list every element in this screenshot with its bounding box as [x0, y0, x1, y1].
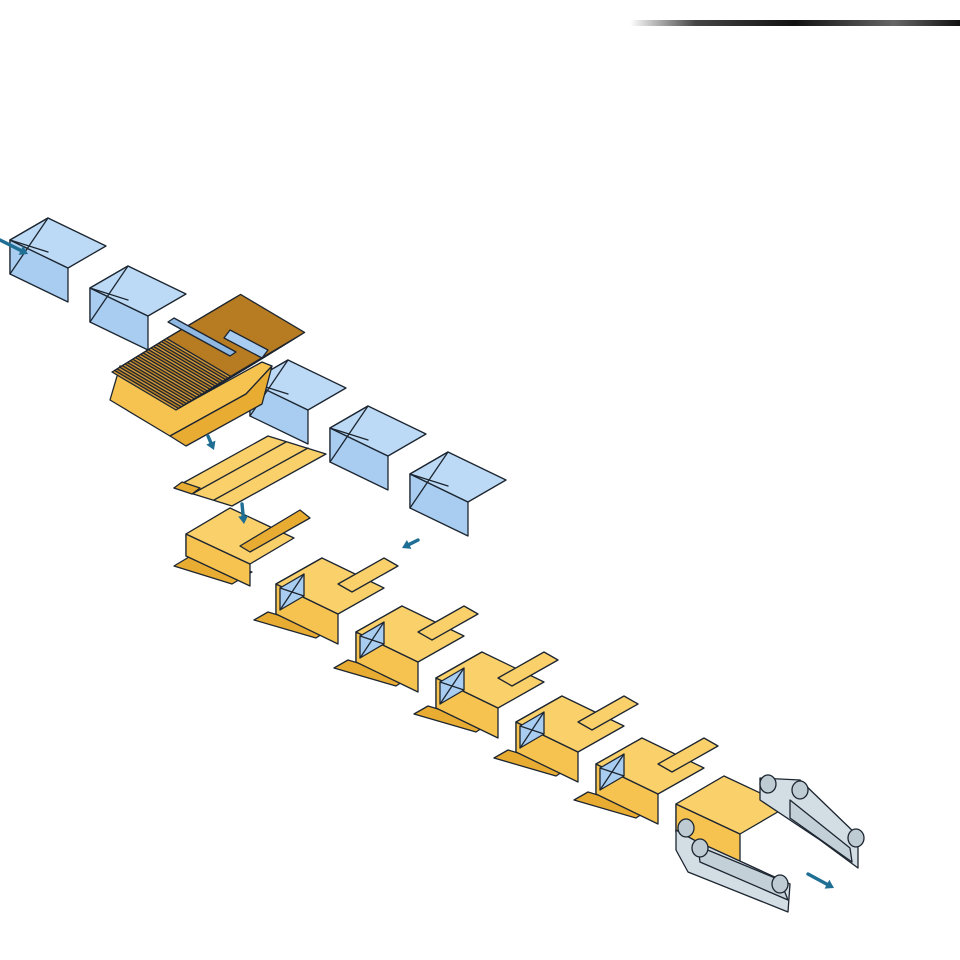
carton-body	[675, 775, 789, 863]
roller-icon	[759, 774, 777, 794]
product-block-icon	[9, 217, 107, 303]
blank-pick-arrow	[206, 434, 216, 450]
carton-product-cross	[279, 587, 305, 597]
product-insert-arrow	[402, 538, 420, 549]
product-block-icon	[329, 405, 427, 491]
blank-fold	[191, 441, 287, 495]
loaded-carton-icon	[675, 775, 789, 863]
erecting-carton	[185, 507, 295, 587]
blank-flap	[173, 481, 201, 495]
carton-lid-flap	[337, 557, 399, 593]
top-face	[185, 507, 295, 565]
infeed-arrow	[0, 238, 28, 255]
loaded-carton-icon	[413, 651, 559, 739]
top-face	[329, 405, 427, 457]
loaded-carton-icon	[493, 695, 639, 783]
blue-plate	[167, 317, 237, 357]
erect-flap	[239, 509, 311, 553]
infeed-arrow-head	[18, 245, 28, 255]
carton-product-cross	[519, 725, 545, 735]
product-block-icon	[249, 359, 347, 445]
roller-icon	[677, 818, 695, 838]
discharge-arrow	[806, 872, 834, 889]
top-face	[9, 217, 107, 269]
carton-lid-flap	[577, 695, 639, 731]
product-infeed	[9, 217, 507, 537]
loaded-carton-icon	[573, 737, 719, 825]
loaded-cartons	[253, 557, 789, 863]
erect-arrow	[238, 502, 249, 524]
roller-icon	[791, 780, 809, 800]
loaded-carton-icon	[253, 557, 399, 645]
end-cross	[89, 287, 129, 301]
blank-pick-arrow-head	[206, 440, 216, 450]
blank-fold	[213, 447, 309, 501]
roller-icon	[771, 874, 789, 894]
carton-lid-flap	[657, 737, 719, 773]
discharge-arrow-head	[824, 879, 834, 889]
top-face	[355, 605, 465, 663]
belt-conveyor-icon	[675, 774, 865, 913]
carton-product-cross	[599, 767, 625, 777]
blue-guide	[223, 329, 269, 359]
carton-product-cross	[439, 681, 465, 691]
top-face	[275, 557, 385, 615]
flat-carton-stack-icon	[109, 293, 306, 447]
end-cross	[9, 239, 49, 253]
carton-blank-icon	[173, 435, 327, 507]
carton-magazine	[109, 293, 306, 447]
top-face	[409, 451, 507, 503]
blank-panel	[173, 435, 327, 507]
erect-arrow-head	[238, 515, 249, 524]
carton-blank-icon	[173, 507, 311, 587]
belt-right-inner	[789, 799, 853, 863]
top-edge-streak	[630, 20, 960, 26]
product-block-icon	[89, 265, 187, 351]
magazine-frame-side	[169, 365, 273, 447]
top-face	[89, 265, 187, 317]
roller-icon	[691, 838, 709, 858]
top-face	[595, 737, 705, 795]
end-cross	[409, 473, 449, 487]
top-face	[435, 651, 545, 709]
loaded-carton-icon	[333, 605, 479, 693]
product-block-icon	[409, 451, 507, 537]
carton-blanks	[173, 435, 327, 587]
end-cross	[329, 427, 369, 441]
top-face	[515, 695, 625, 753]
carton-lid-flap	[497, 651, 559, 687]
product-insert-arrow-head	[402, 539, 412, 549]
carton-lid-flap	[417, 605, 479, 641]
carton-product-cross	[359, 635, 385, 645]
flow-arrows	[0, 238, 834, 889]
discharge-conveyor	[675, 774, 865, 913]
top-face	[249, 359, 347, 411]
roller-icon	[847, 828, 865, 848]
